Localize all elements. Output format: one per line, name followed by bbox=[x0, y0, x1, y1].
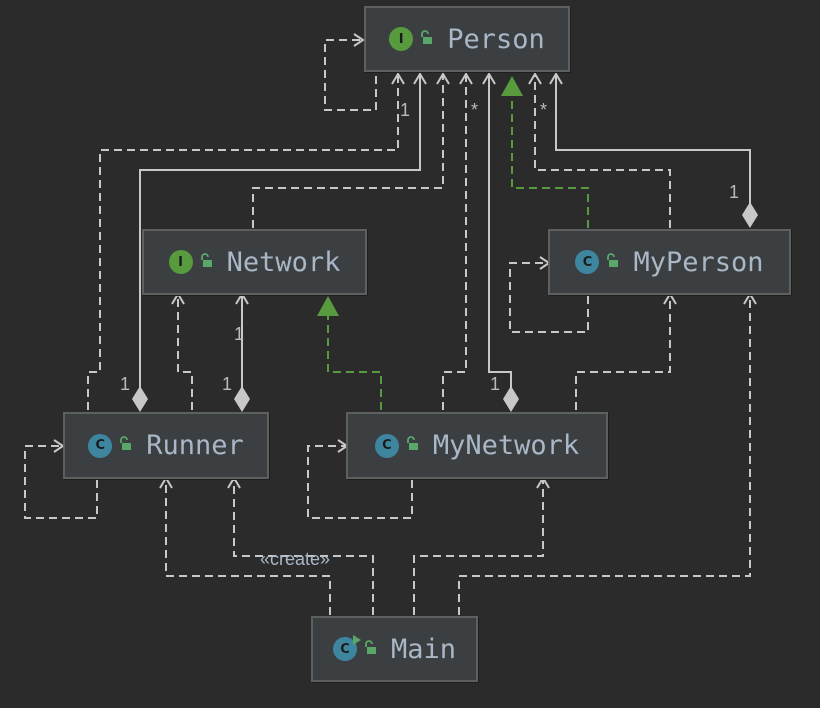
unlocked-icon bbox=[199, 252, 213, 272]
diamond-runner-network bbox=[234, 386, 250, 412]
edge-mynetwork-person bbox=[442, 76, 467, 410]
node-main-title: Main bbox=[390, 633, 457, 665]
arrowhead-runner-person-dep bbox=[391, 72, 405, 85]
node-runner[interactable]: C Runner bbox=[63, 412, 269, 479]
unlocked-icon bbox=[118, 436, 132, 455]
unlocked-icon bbox=[605, 252, 619, 272]
edge-main-myperson bbox=[458, 296, 751, 615]
node-mynetwork-title: MyNetwork bbox=[432, 430, 580, 461]
edge-mynetwork-person-composition bbox=[488, 76, 512, 390]
interface-icon: I bbox=[168, 250, 193, 274]
diamond-runner-person bbox=[132, 386, 148, 412]
edge-mynetwork-myperson bbox=[575, 296, 671, 410]
edge-runner-person-composition bbox=[139, 76, 421, 390]
class-icon: C bbox=[88, 433, 113, 458]
node-person-title: Person bbox=[447, 23, 545, 55]
arrowhead-runner-composition-person bbox=[413, 72, 427, 85]
diamond-myperson-person bbox=[742, 202, 758, 228]
edge-main-runner-create bbox=[233, 480, 374, 615]
arrowhead-network-person bbox=[436, 72, 450, 85]
multiplicity-network-runner: 1 bbox=[234, 324, 245, 344]
multiplicity-mynetwork-person-diamond: 1 bbox=[490, 374, 501, 394]
edge-person-self bbox=[324, 39, 377, 111]
arrowhead-mynetwork-composition-person bbox=[482, 72, 496, 85]
runnable-class-icon: C bbox=[332, 635, 361, 661]
edge-runner-self bbox=[24, 445, 98, 519]
node-person[interactable]: I Person bbox=[364, 6, 570, 72]
class-icon: C bbox=[374, 433, 399, 458]
multiplicity-runner-network-diamond: 1 bbox=[222, 374, 233, 394]
edge-runner-person-dep bbox=[87, 76, 399, 410]
node-main[interactable]: C Main bbox=[311, 616, 478, 682]
multiplicity-person-runner: 1 bbox=[400, 100, 411, 120]
edge-mynetwork-self bbox=[307, 445, 413, 519]
multiplicity-myperson-diamond: 1 bbox=[729, 182, 740, 202]
edge-mynetwork-realizes-network bbox=[327, 316, 382, 410]
edge-network-person bbox=[252, 76, 444, 228]
arrowhead-myperson-person bbox=[528, 72, 542, 85]
arrowhead-myperson-composition-person bbox=[549, 72, 563, 85]
node-myperson-title: MyPerson bbox=[633, 246, 764, 278]
edge-runner-network bbox=[177, 296, 193, 410]
node-network-title: Network bbox=[226, 246, 341, 278]
triangle-head-network bbox=[317, 296, 339, 316]
triangle-head-person bbox=[501, 76, 523, 96]
unlocked-icon bbox=[363, 639, 377, 659]
class-icon: C bbox=[575, 250, 600, 274]
arrowhead-mynetwork-person bbox=[459, 72, 473, 85]
node-mynetwork[interactable]: C MyNetwork bbox=[346, 412, 608, 479]
multiplicity-person-myperson: * bbox=[540, 100, 548, 120]
unlocked-icon bbox=[405, 436, 419, 455]
diamond-mynetwork-person bbox=[503, 386, 519, 412]
multiplicity-person-mynetwork: * bbox=[471, 100, 479, 120]
node-myperson[interactable]: C MyPerson bbox=[548, 229, 791, 295]
create-stereotype-label: «create» bbox=[260, 549, 331, 569]
edge-myperson-realizes-person bbox=[511, 96, 589, 228]
interface-icon: I bbox=[389, 27, 414, 51]
edge-main-runner bbox=[165, 480, 331, 615]
unlocked-icon bbox=[419, 29, 433, 49]
multiplicity-runner-person-diamond: 1 bbox=[120, 374, 131, 394]
edge-main-mynetwork bbox=[413, 480, 544, 615]
node-network[interactable]: I Network bbox=[142, 229, 367, 295]
node-runner-title: Runner bbox=[146, 430, 244, 461]
edge-myperson-person bbox=[534, 76, 671, 228]
edge-myperson-self bbox=[509, 262, 589, 333]
edge-myperson-person-composition bbox=[555, 76, 751, 206]
arrowhead-person-self bbox=[353, 33, 365, 47]
